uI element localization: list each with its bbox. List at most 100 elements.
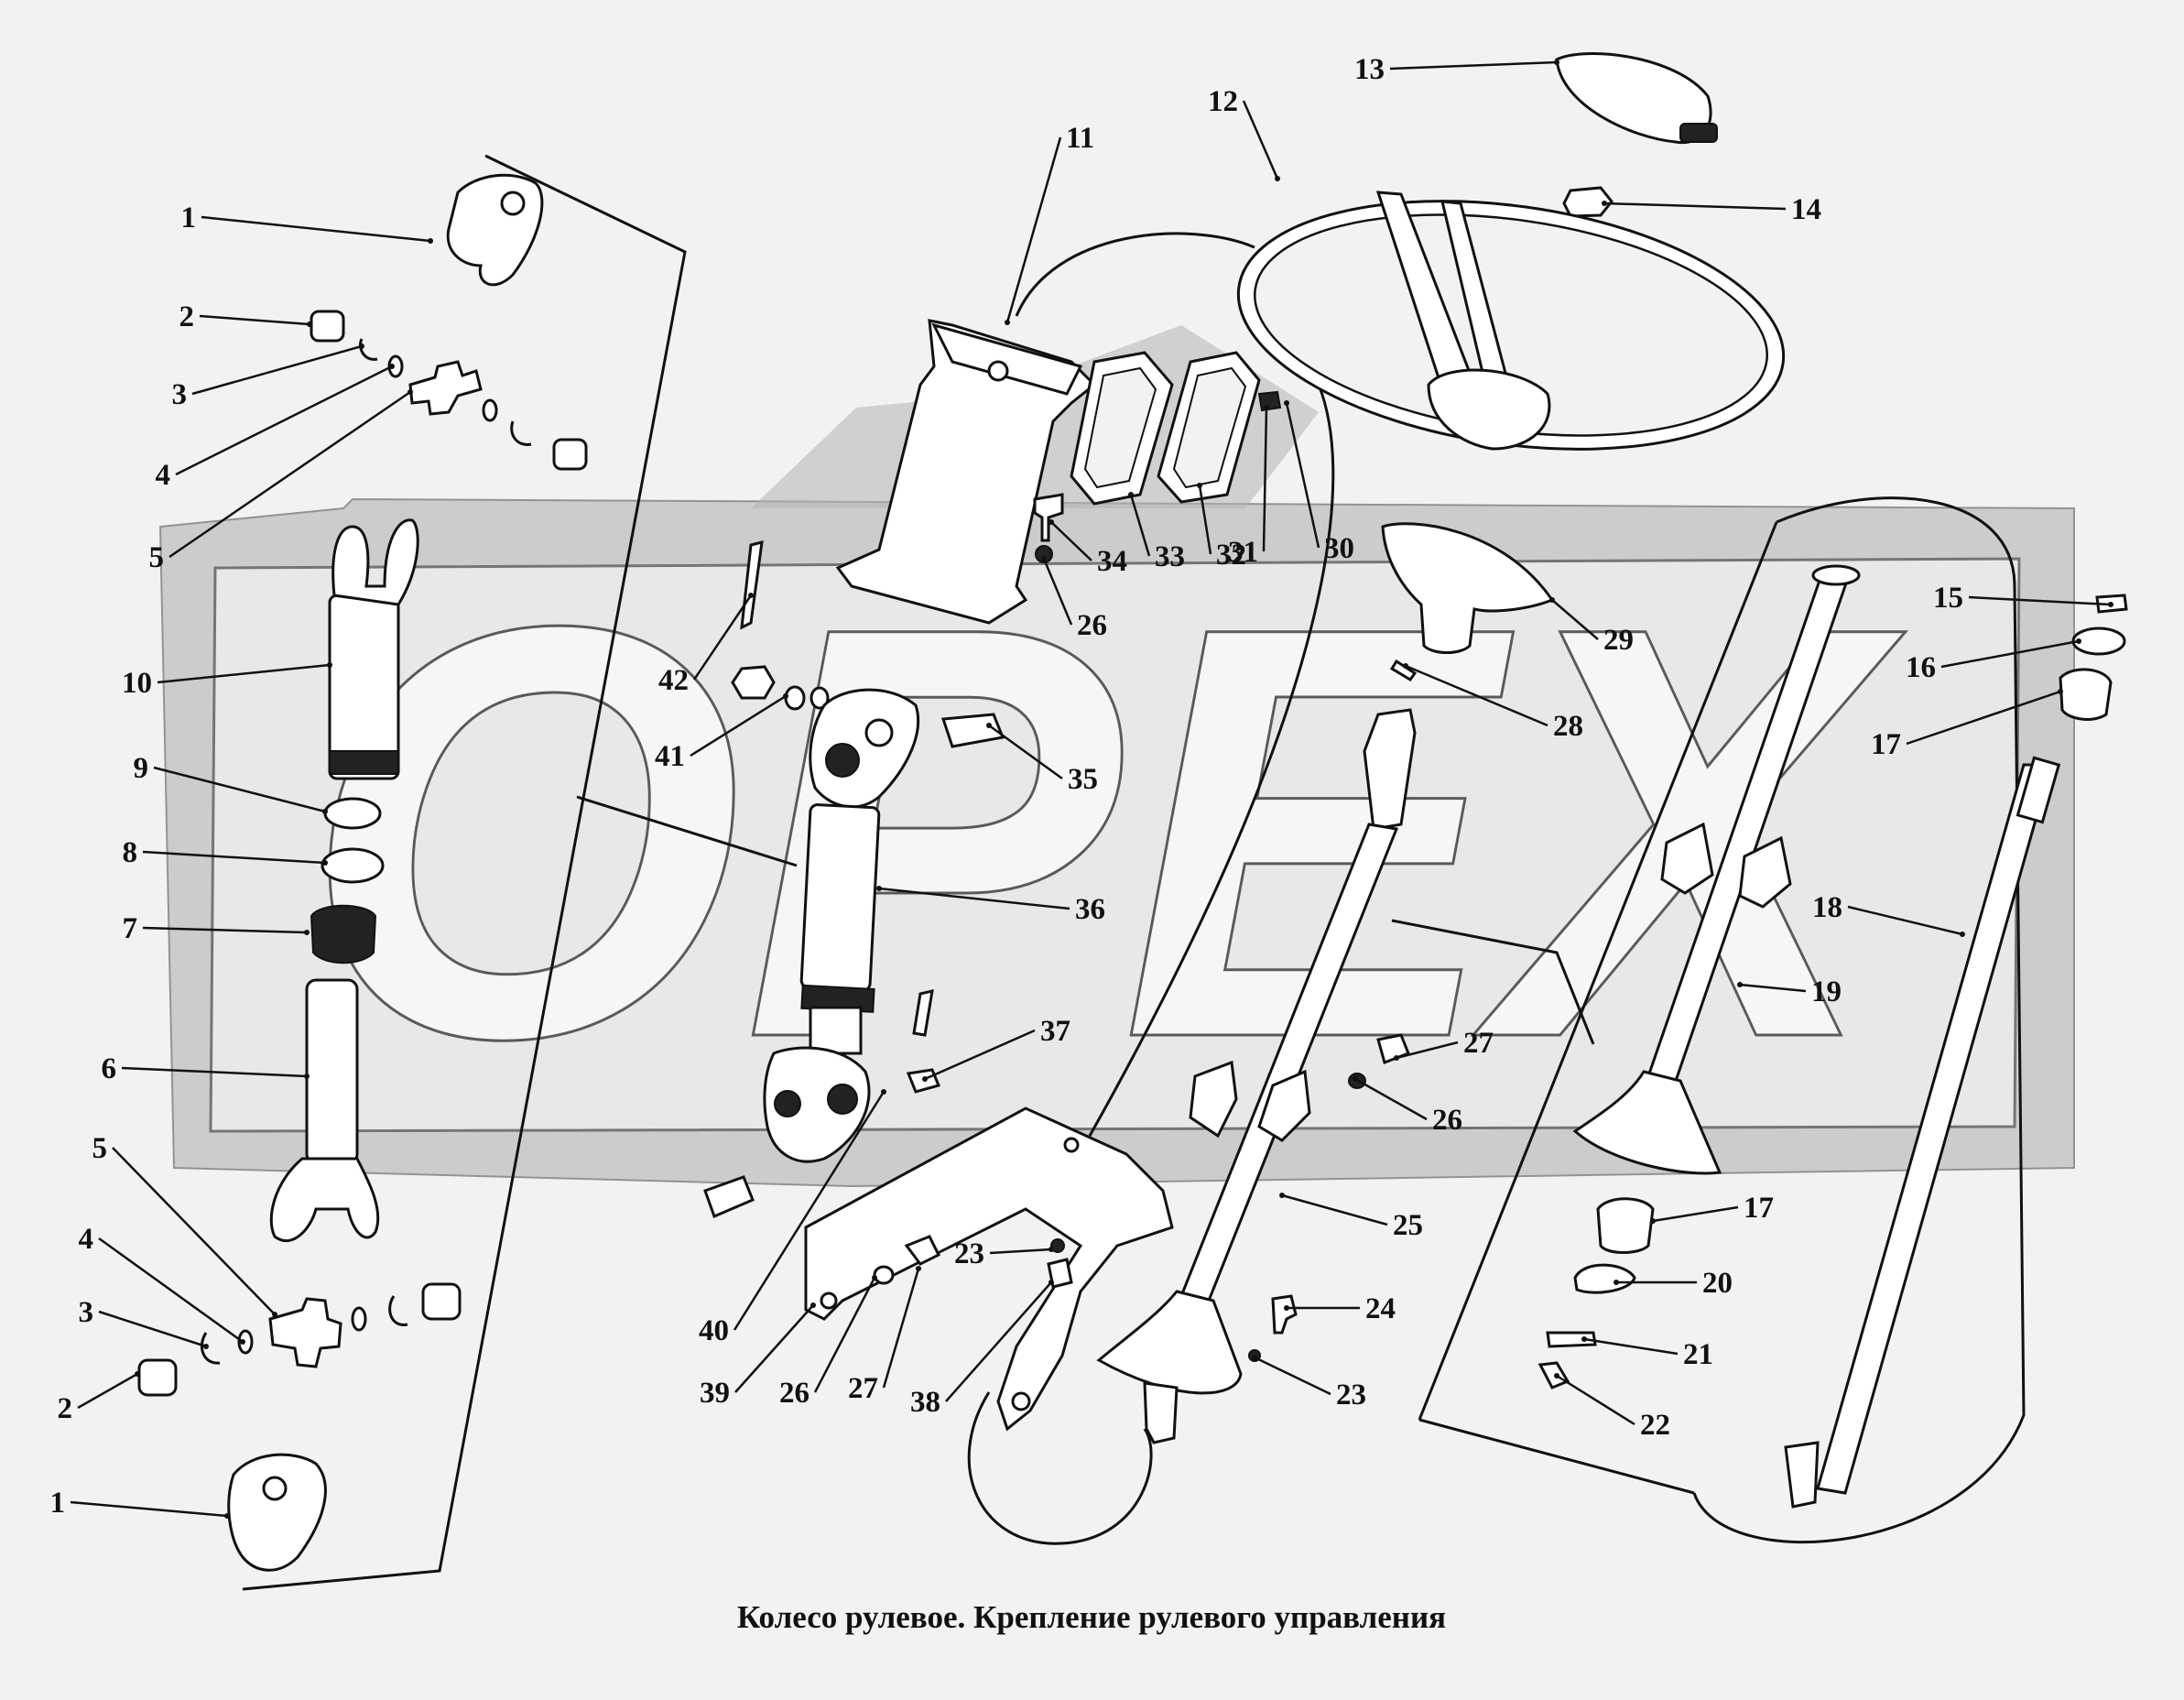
leader-tip bbox=[876, 886, 882, 891]
bushing-17a bbox=[2059, 668, 2113, 721]
callout-number: 8 bbox=[123, 836, 138, 869]
bolt-27b bbox=[904, 1235, 941, 1266]
leader-line bbox=[924, 1029, 1036, 1081]
callout-c30: 30 bbox=[1284, 400, 1354, 565]
callout-number: 15 bbox=[1933, 582, 1963, 615]
callout-c18: 18 bbox=[1812, 891, 1965, 937]
leader-tip bbox=[428, 238, 433, 244]
callout-number: 35 bbox=[1068, 763, 1098, 796]
leader-tip bbox=[1128, 492, 1134, 497]
leader-line bbox=[175, 365, 393, 476]
leader-tip bbox=[224, 1513, 230, 1519]
callout-c35: 35 bbox=[986, 723, 1098, 796]
bolt-34 bbox=[1033, 493, 1064, 542]
circlip-3a bbox=[359, 338, 378, 361]
cowl-11-flange bbox=[931, 322, 1083, 396]
bolt-38 bbox=[1047, 1258, 1073, 1289]
leader-line bbox=[878, 887, 1070, 910]
bolt-35 bbox=[940, 713, 1005, 748]
leader-line bbox=[1739, 983, 1807, 993]
bracket-39 bbox=[804, 1106, 1174, 1432]
callout-number: 4 bbox=[156, 459, 171, 492]
column-25-flare bbox=[1096, 1290, 1243, 1395]
leader-tip bbox=[389, 364, 395, 369]
callout-number: 26 bbox=[1432, 1104, 1462, 1137]
leader-line bbox=[1005, 136, 1062, 323]
leader-line bbox=[98, 1237, 244, 1344]
callout-c12: 12 bbox=[1208, 85, 1280, 181]
callout-number: 5 bbox=[92, 1132, 108, 1165]
callout-c3a: 3 bbox=[172, 343, 364, 411]
screw-31 bbox=[1257, 390, 1282, 412]
leader-line bbox=[1242, 100, 1279, 180]
leader-line bbox=[142, 850, 326, 865]
callout-number: 2 bbox=[179, 300, 195, 333]
callout-number: 23 bbox=[1336, 1379, 1366, 1411]
leader-line bbox=[168, 390, 411, 559]
callout-c27a: 27 bbox=[1394, 1027, 1494, 1061]
callout-number: 9 bbox=[134, 752, 149, 785]
leader-line bbox=[945, 1281, 1052, 1402]
leader-line bbox=[1847, 905, 1963, 936]
pin-28 bbox=[1389, 659, 1418, 681]
yoke-lower bbox=[227, 1453, 327, 1572]
cowl-hole bbox=[987, 360, 1009, 382]
shaft-6 bbox=[305, 978, 359, 1165]
callout-c4a: 4 bbox=[156, 364, 395, 492]
seal-32-inner bbox=[1172, 366, 1247, 489]
callout-number: 39 bbox=[700, 1377, 730, 1410]
intermediate-shaft bbox=[703, 540, 1005, 1219]
callout-c37: 37 bbox=[922, 1015, 1070, 1082]
leader-tip bbox=[986, 723, 992, 728]
leader-line bbox=[121, 1066, 308, 1078]
callout-number: 10 bbox=[122, 667, 152, 700]
callout-c26a: 26 bbox=[1041, 556, 1107, 642]
leader-line bbox=[690, 694, 787, 757]
callout-number: 17 bbox=[1871, 728, 1901, 761]
leader-line bbox=[112, 1147, 276, 1315]
leader-tip bbox=[407, 389, 413, 395]
callout-c29: 29 bbox=[1549, 597, 1634, 657]
leader-line bbox=[98, 1310, 207, 1348]
leader-tip bbox=[1650, 1218, 1656, 1224]
callout-c26c: 26 bbox=[779, 1275, 877, 1410]
callout-c22: 22 bbox=[1554, 1373, 1670, 1442]
column-19-top bbox=[1811, 564, 1861, 586]
shaft-18-base bbox=[1784, 1441, 1820, 1509]
leader-line bbox=[1396, 1041, 1459, 1060]
leader-tip bbox=[2108, 602, 2113, 607]
callout-number: 11 bbox=[1066, 122, 1094, 155]
callout-c25: 25 bbox=[1279, 1193, 1423, 1242]
leader-tip bbox=[783, 693, 788, 699]
callout-c38: 38 bbox=[910, 1280, 1054, 1419]
hub-shroud-29 bbox=[1381, 522, 1555, 654]
leader-tip bbox=[240, 1339, 245, 1345]
leader-line bbox=[1281, 1193, 1388, 1226]
callout-number: 19 bbox=[1811, 975, 1842, 1008]
callout-number: 34 bbox=[1097, 545, 1127, 578]
washer-23a bbox=[1050, 1238, 1065, 1253]
callout-number: 1 bbox=[50, 1487, 66, 1520]
callout-number: 26 bbox=[1077, 609, 1107, 642]
shaft-6-yoke bbox=[269, 1157, 380, 1243]
leader-line bbox=[1262, 407, 1268, 552]
leader-line bbox=[733, 1091, 886, 1331]
callout-number: 42 bbox=[658, 664, 689, 697]
callout-c26b: 26 bbox=[1353, 1076, 1462, 1137]
needle-cup-2a-r bbox=[552, 438, 588, 471]
stud-40 bbox=[703, 1175, 755, 1219]
leader-line bbox=[734, 1304, 814, 1393]
left-joint-assembly bbox=[137, 173, 588, 1572]
leader-tip bbox=[307, 321, 312, 327]
leader-tip bbox=[2076, 638, 2081, 644]
leader-tip bbox=[304, 930, 310, 935]
callout-number: 32 bbox=[1216, 539, 1246, 572]
nut-14 bbox=[1562, 186, 1614, 218]
sleeve-10-band bbox=[329, 750, 399, 775]
callout-c24: 24 bbox=[1284, 1292, 1396, 1325]
needle-cup-2b bbox=[137, 1358, 178, 1397]
callout-c23b: 23 bbox=[1252, 1355, 1366, 1411]
leader-tip bbox=[1049, 1280, 1054, 1285]
callout-c21: 21 bbox=[1581, 1336, 1713, 1371]
